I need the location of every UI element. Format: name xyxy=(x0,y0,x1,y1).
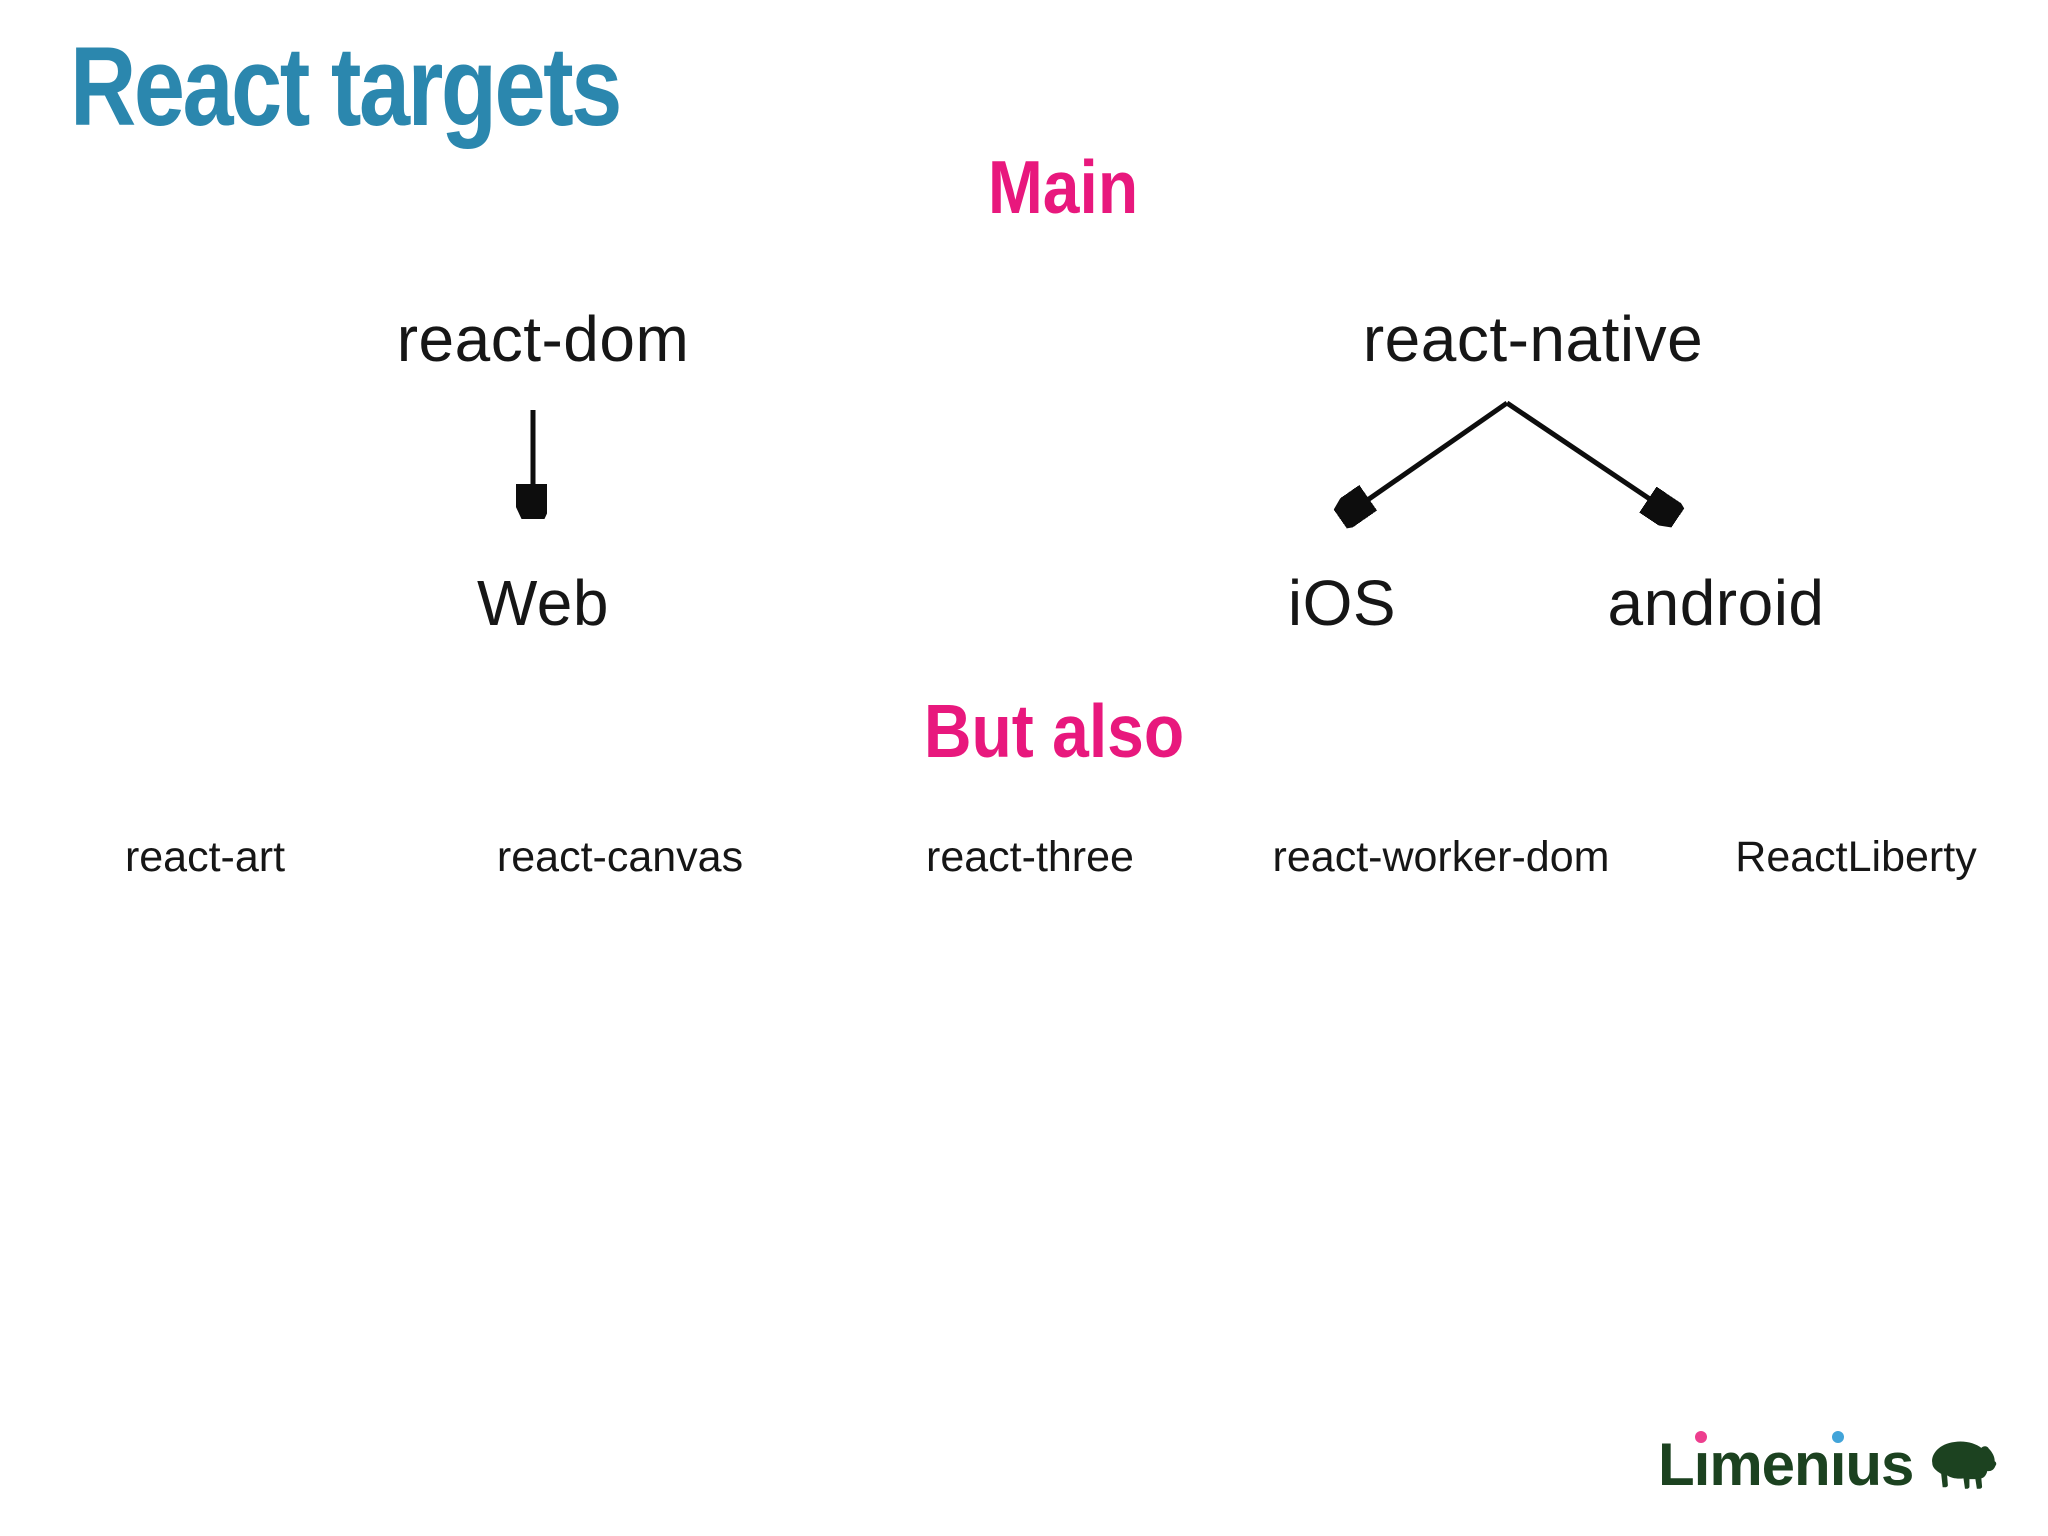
bison-icon xyxy=(1932,1441,1997,1489)
logo-letters: men xyxy=(1709,1431,1830,1498)
also-item-react-art: react-art xyxy=(124,833,286,881)
also-item-react-liberty: ReactLiberty xyxy=(1735,833,1977,881)
page-title: React targets xyxy=(70,24,622,149)
also-item-react-three: react-three xyxy=(926,833,1134,881)
node-web: Web xyxy=(477,567,609,639)
logo-letter: L xyxy=(1658,1431,1695,1498)
limenius-logo-text: Lımenıus xyxy=(1658,1430,1914,1499)
section-heading-but-also: But also xyxy=(923,689,1185,773)
logo-letters: us xyxy=(1845,1431,1914,1498)
arrow-react-native-to-android xyxy=(1505,400,1672,514)
node-react-dom: react-dom xyxy=(396,303,690,375)
node-ios: iOS xyxy=(1287,567,1397,639)
node-react-native: react-native xyxy=(1362,303,1704,375)
arrow-react-native-to-ios xyxy=(1346,400,1509,515)
logo-i-blue-dot: ı xyxy=(1829,1431,1847,1498)
logo-i-pink-dot: ı xyxy=(1693,1431,1711,1498)
also-item-react-canvas: react-canvas xyxy=(496,833,744,881)
limenius-logo: Lımenıus xyxy=(1658,1430,2001,1499)
also-item-react-worker-dom: react-worker-dom xyxy=(1272,833,1610,881)
section-heading-main: Main xyxy=(987,145,1139,229)
node-android: android xyxy=(1607,567,1825,639)
